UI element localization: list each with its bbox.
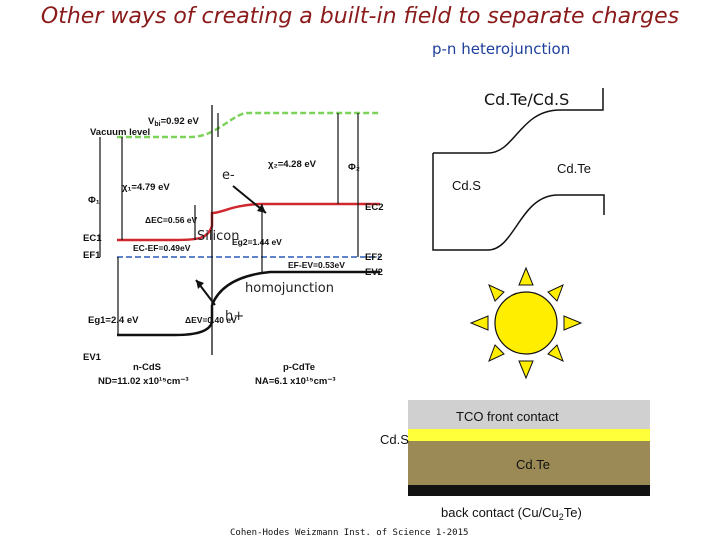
footer-credit: Cohen-Hodes Weizmann Inst. of Science 1-… [230, 528, 469, 538]
electron-arrowhead [257, 204, 266, 213]
cdte-cds-label: Cd.Te/Cd.S [484, 90, 570, 109]
cds-cdte-valence-band [432, 153, 605, 251]
cds-layer [408, 429, 650, 441]
silicon-label: Silicon [197, 229, 239, 244]
chi1-label: χ₁=4.79 eV [122, 182, 170, 193]
pn-heterojunction-label: p-n heterojunction [432, 40, 571, 58]
tco-label: TCO front contact [456, 409, 559, 424]
eg1-label: Eg1=2.4 eV [88, 315, 139, 326]
cdte-layer-label: Cd.Te [516, 457, 550, 472]
cds-cdte-band-sketch: Cd.S Cd.Te [432, 88, 605, 251]
back-contact-layer [408, 485, 650, 496]
hole-arrowhead [196, 280, 204, 289]
na-label: NA=6.1 x10¹⁵cm⁻³ [255, 376, 336, 387]
vbi-label: Vbi=0.92 eV [148, 116, 200, 128]
ev1-label: EV1 [83, 352, 102, 363]
hole-label: h+ [225, 309, 244, 324]
homojunction-label: homojunction [245, 281, 334, 296]
phi2-label: Φ₂ [348, 162, 360, 173]
ef1-label: EF1 [83, 250, 101, 261]
ef-ev-label: EF-EV=0.53eV [288, 260, 345, 270]
valence-band-curve-right [210, 270, 380, 306]
chi2-label: χ₂=4.28 eV [268, 159, 317, 170]
pcdte-label: p-CdTe [283, 362, 315, 373]
cds-cdte-conduction-band [433, 88, 604, 154]
slide-title: Other ways of creating a built-in field … [40, 4, 680, 29]
tco-layer [408, 400, 650, 429]
phi1-label: Φ₁ [88, 195, 100, 206]
ncds-label: n-CdS [133, 362, 161, 373]
cds-layer-label: Cd.S [380, 432, 409, 447]
device-layer-stack: TCO front contact Cd.S Cd.Te back contac… [380, 400, 650, 522]
band-cdte-label: Cd.Te [557, 161, 591, 176]
eg2-label: Eg2=1.44 eV [232, 237, 282, 247]
sun-icon [469, 266, 583, 380]
ef2-label: EF2 [365, 252, 382, 263]
dev-label: ΔEV=0.40 eV [185, 315, 237, 325]
band-cds-label: Cd.S [452, 178, 481, 193]
dec-label: ΔEC=0.56 eV [145, 215, 198, 225]
vacuum-level-label: Vacuum level [90, 127, 150, 138]
ec1-label: EC1 [83, 233, 102, 244]
back-contact-label: back contact (Cu/Cu2Te) [441, 505, 582, 522]
ec-ef-label: EC-EF=0.49eV [133, 243, 191, 253]
band-diagram: Vbi=0.92 eV Vacuum level χ₂=4.28 eV Φ₂ χ… [83, 105, 383, 387]
cdte-layer [408, 441, 650, 485]
vacuum-level-curve [117, 111, 380, 139]
nd-label: ND=11.02 x10¹⁵cm⁻³ [98, 376, 189, 387]
ec2-label: EC2 [365, 202, 383, 213]
electron-label: e- [222, 168, 235, 183]
ev2-label: EV2 [365, 267, 383, 278]
